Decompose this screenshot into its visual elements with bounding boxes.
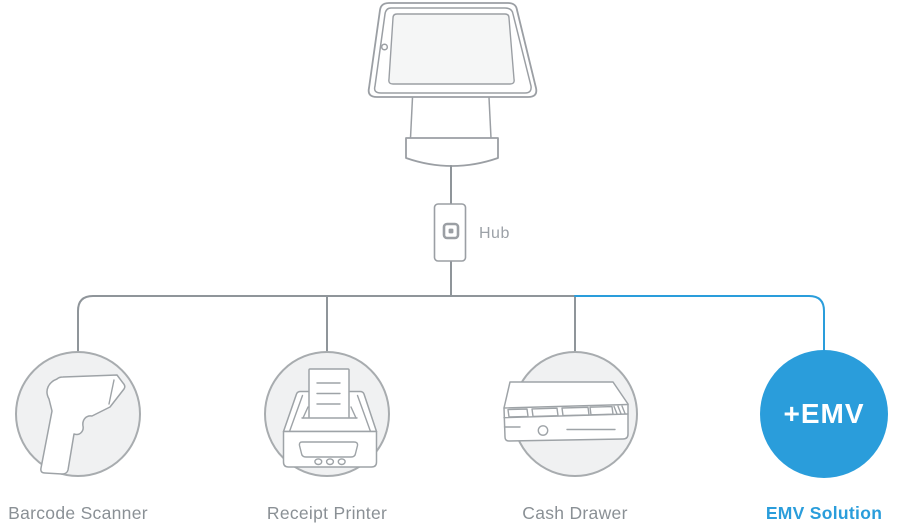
emv-circle[interactable] bbox=[760, 350, 888, 478]
hub-device bbox=[433, 203, 467, 262]
drawer-silhouette bbox=[503, 381, 629, 442]
emv-badge-text: +EMV bbox=[783, 398, 864, 429]
tablet-illustration bbox=[367, 2, 538, 98]
hub-label: Hub bbox=[479, 225, 510, 242]
drawer-slot-1 bbox=[507, 408, 529, 418]
scanner-window-line bbox=[108, 379, 115, 405]
stand-left-leg bbox=[409, 97, 414, 139]
bus-line-gray bbox=[77, 295, 576, 353]
printer-inner-right bbox=[356, 394, 372, 433]
square-logo-icon bbox=[442, 222, 460, 240]
stand-base bbox=[405, 137, 499, 167]
cash-drawer-node: Cash Drawer bbox=[503, 351, 638, 523]
printer-body bbox=[282, 430, 378, 468]
square-logo-dot-icon bbox=[448, 228, 454, 234]
barcode-scanner-label: Barcode Scanner bbox=[8, 503, 148, 523]
drawer-slot-4 bbox=[589, 405, 614, 416]
printer-front-panel bbox=[298, 441, 359, 458]
emv-solution-node[interactable]: +EMV EMV Solution bbox=[760, 350, 888, 523]
drawer-slot-3 bbox=[561, 406, 590, 417]
tablet-inner-frame bbox=[373, 7, 532, 94]
stand-illustration bbox=[405, 97, 499, 167]
cash-drawer-icon bbox=[503, 381, 629, 442]
receipt-printer-node: Receipt Printer bbox=[264, 351, 390, 523]
printer-slot-right bbox=[350, 406, 357, 419]
printer-button-3 bbox=[337, 458, 346, 466]
barcode-scanner-icon bbox=[40, 374, 126, 475]
printer-button-1 bbox=[314, 458, 323, 466]
drawer-slot-2 bbox=[531, 407, 559, 418]
emv-solution-label[interactable]: EMV Solution bbox=[766, 503, 882, 523]
drawer-top-edge bbox=[503, 403, 629, 409]
printer-inner-left bbox=[288, 394, 304, 433]
emv-drop-line bbox=[574, 295, 825, 351]
paper-text-lines bbox=[316, 382, 341, 405]
drawer-lock-icon bbox=[537, 425, 549, 436]
barcode-scanner-node: Barcode Scanner bbox=[8, 351, 148, 523]
stand-right-leg bbox=[488, 97, 492, 139]
printer-button-2 bbox=[325, 458, 335, 466]
tablet-camera-icon bbox=[380, 43, 389, 51]
connector-lines bbox=[77, 165, 825, 353]
cash-drawer-label: Cash Drawer bbox=[522, 503, 627, 523]
printer-slot-left bbox=[302, 406, 309, 419]
receipt-printer-label: Receipt Printer bbox=[267, 503, 387, 523]
receipt-printer-icon bbox=[282, 368, 378, 468]
tablet-screen bbox=[388, 13, 515, 85]
drawer-hatch-lines bbox=[613, 405, 626, 415]
